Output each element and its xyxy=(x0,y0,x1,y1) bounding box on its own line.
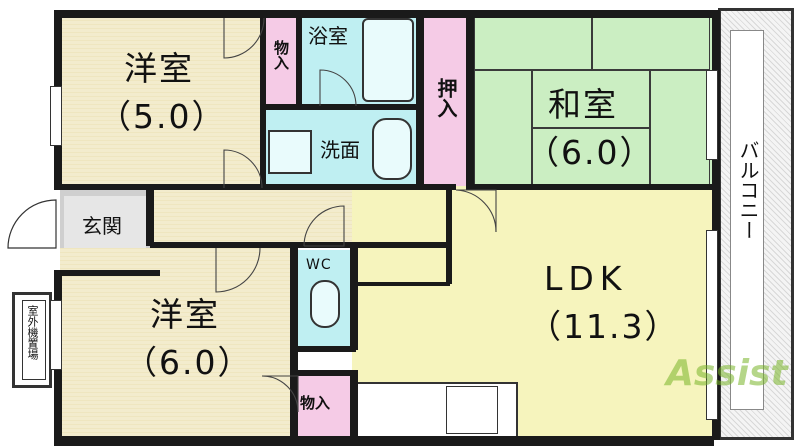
tatami-mat xyxy=(474,70,532,186)
window xyxy=(50,300,62,370)
entrance-step xyxy=(64,196,146,254)
ldk-corner xyxy=(448,186,712,246)
wall xyxy=(262,104,420,110)
toilet-fixture xyxy=(310,280,340,328)
wall xyxy=(290,244,298,440)
kitchen-sink xyxy=(446,386,498,434)
tatami-mat xyxy=(474,14,592,70)
western-room-2-name: 洋室 xyxy=(150,295,220,334)
tatami-mat xyxy=(532,128,650,186)
ldk-size: （11.3） xyxy=(528,307,680,346)
wall xyxy=(356,282,450,286)
toilet-label: WC xyxy=(306,257,332,273)
wall xyxy=(416,14,424,188)
japanese-room-name: 和室 xyxy=(548,85,618,124)
window xyxy=(706,230,718,420)
wall xyxy=(54,436,714,446)
wall xyxy=(60,270,160,276)
western-room-1-size: （5.0） xyxy=(98,97,227,136)
entrance-label: 玄関 xyxy=(82,214,122,238)
balcony-label: バルコニー xyxy=(736,140,760,240)
front-door-swing xyxy=(7,199,57,249)
window xyxy=(706,70,718,160)
wall xyxy=(296,14,302,106)
western-room-1 xyxy=(60,16,264,188)
closet-label: 押入 xyxy=(434,78,458,118)
tatami-mat xyxy=(532,70,650,128)
western-room-1-name: 洋室 xyxy=(124,49,194,88)
western-room-2-size: （6.0） xyxy=(124,343,253,382)
tatami-mat xyxy=(650,70,710,186)
watermark-logo: Assist xyxy=(666,353,788,394)
wall xyxy=(292,346,356,352)
washing-machine xyxy=(268,130,312,174)
outdoor-unit-label: 室外機置場 xyxy=(26,305,39,360)
wall xyxy=(350,370,358,440)
outdoor-unit-box xyxy=(22,300,46,380)
storage-top xyxy=(264,16,300,104)
wall xyxy=(474,184,714,190)
window xyxy=(50,86,62,146)
wall xyxy=(712,10,720,440)
bathroom-label: 浴室 xyxy=(308,24,348,48)
closet xyxy=(422,16,468,186)
washbasin xyxy=(372,118,412,180)
japanese-room-size: （6.0） xyxy=(526,133,655,172)
wall xyxy=(54,10,714,18)
ldk-name: LDK xyxy=(544,259,628,298)
western-room-2 xyxy=(60,248,292,440)
bathtub xyxy=(362,18,414,102)
storage-top-label: 物入 xyxy=(272,40,290,70)
wall xyxy=(446,190,452,284)
wall xyxy=(260,14,266,188)
wall xyxy=(60,184,456,190)
washroom-label: 洗面 xyxy=(320,138,360,162)
wall xyxy=(146,190,154,246)
wall xyxy=(150,242,450,248)
wall xyxy=(466,14,474,190)
storage-bottom xyxy=(292,374,352,440)
wall xyxy=(292,370,354,376)
balcony-inner xyxy=(730,30,764,410)
storage-bottom-label: 物入 xyxy=(300,394,331,412)
tatami-mat xyxy=(592,14,710,70)
wall xyxy=(350,244,358,350)
